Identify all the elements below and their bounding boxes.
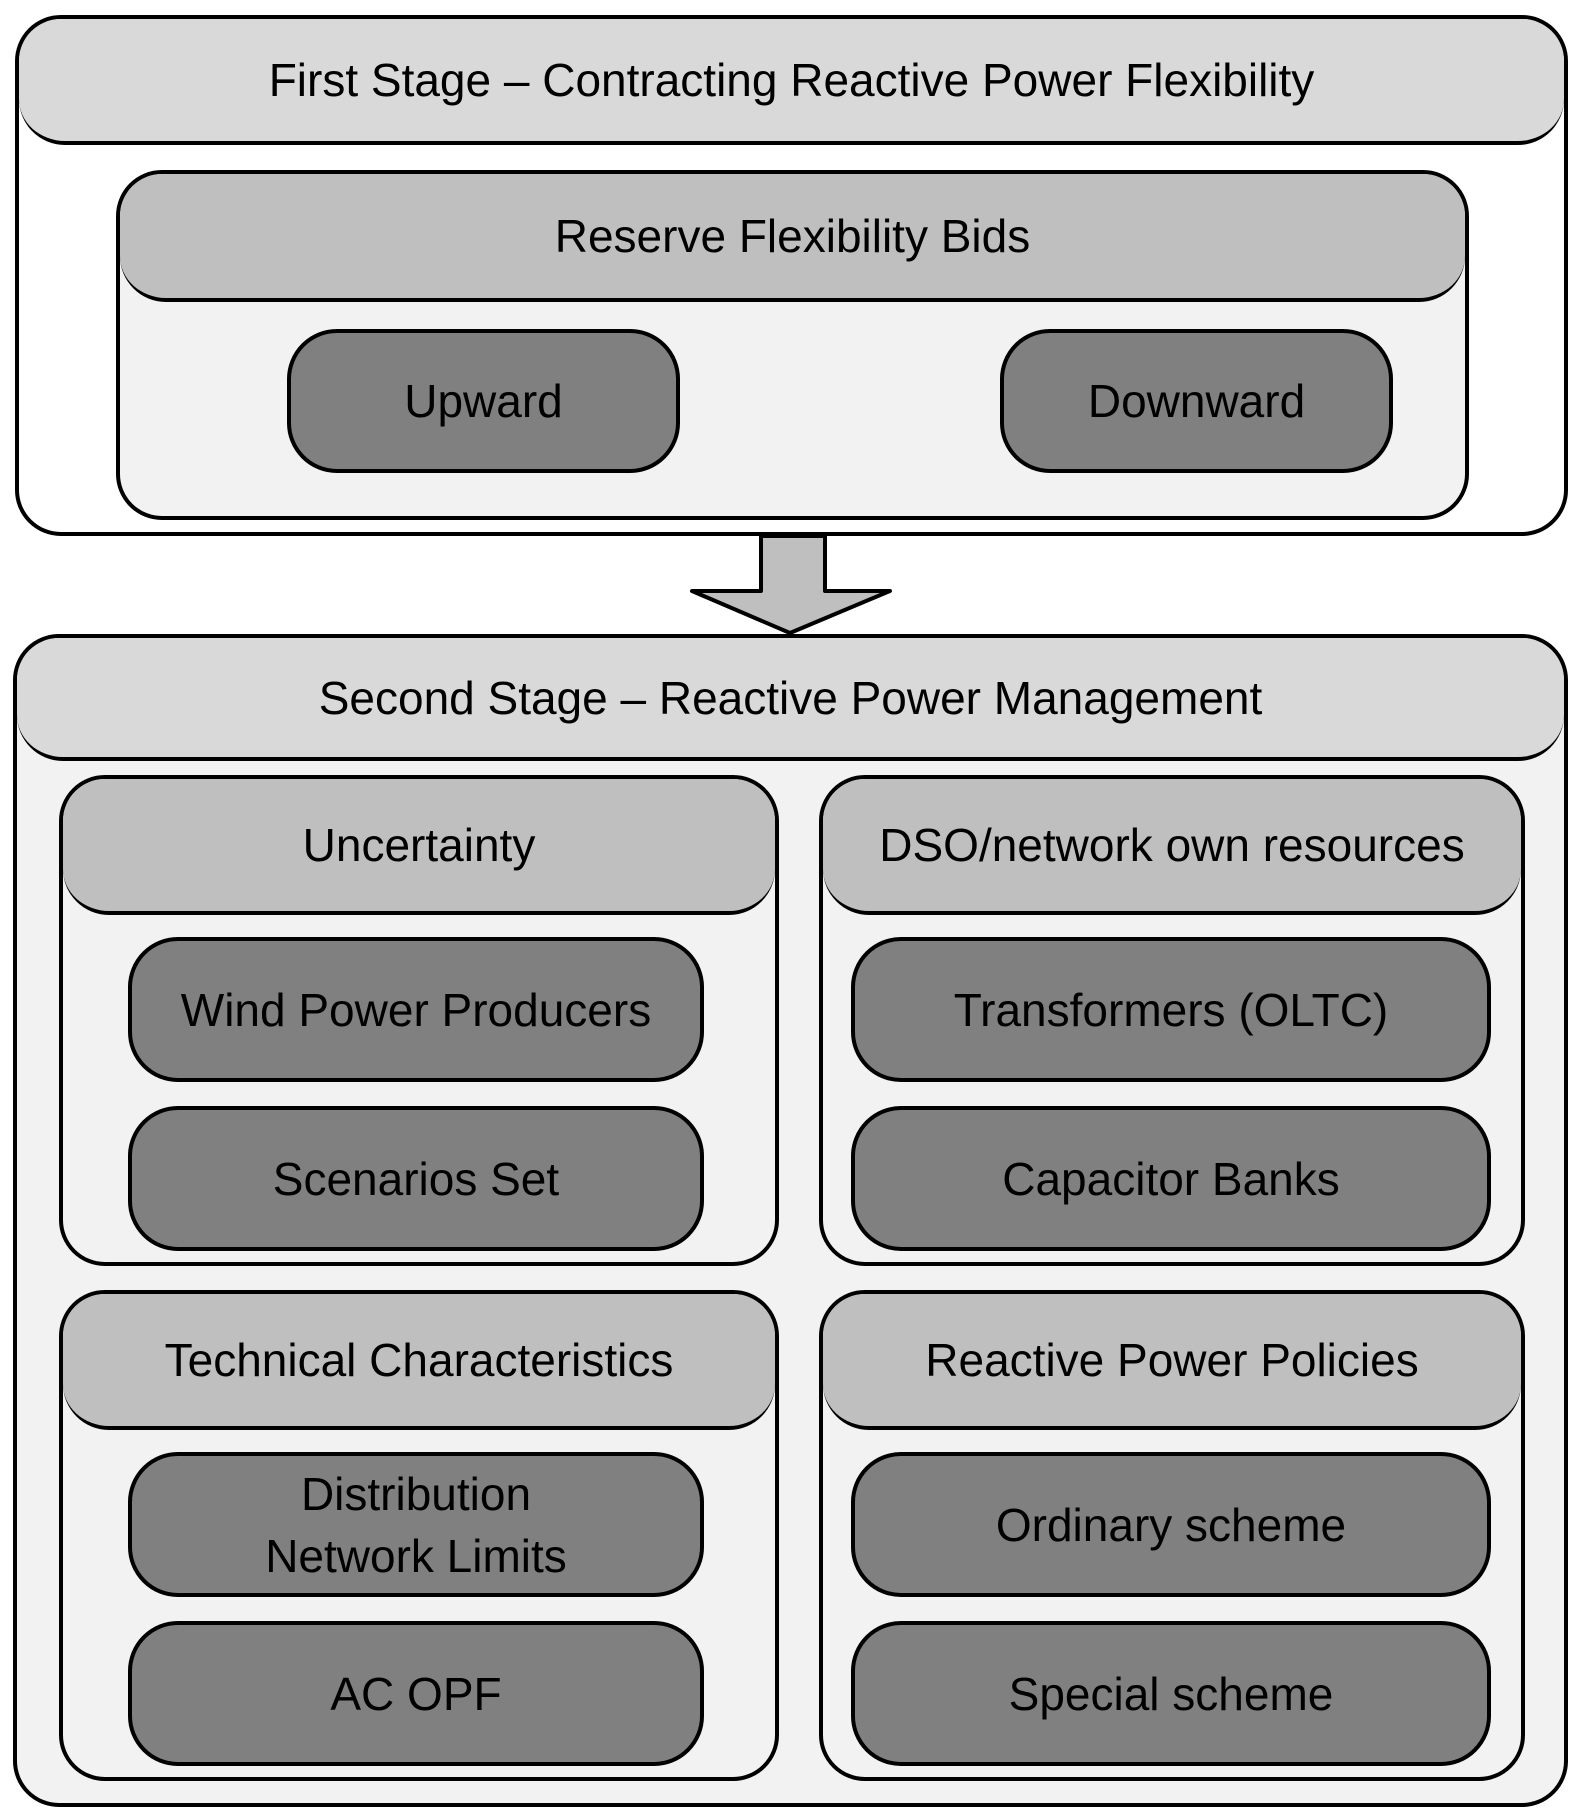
transformers-oltc: Transformers (OLTC) bbox=[851, 937, 1491, 1082]
dso-resources-group: DSO/network own resources Transformers (… bbox=[819, 775, 1525, 1266]
uncertainty-group: Uncertainty Wind Power Producers Scenari… bbox=[59, 775, 779, 1266]
wind-power-producers-label: Wind Power Producers bbox=[180, 983, 652, 1036]
uncertainty-title: Uncertainty bbox=[63, 779, 775, 915]
distribution-network-limits-line1: Distribution bbox=[300, 1467, 532, 1520]
special-scheme: Special scheme bbox=[851, 1621, 1491, 1766]
downward-bid-label: Downward bbox=[1087, 375, 1306, 427]
scenarios-set: Scenarios Set bbox=[128, 1106, 704, 1251]
technical-characteristics-title: Technical Characteristics bbox=[63, 1294, 775, 1430]
ordinary-scheme: Ordinary scheme bbox=[851, 1452, 1491, 1597]
capacitor-banks-label: Capacitor Banks bbox=[1002, 1152, 1340, 1205]
downward-bid: Downward bbox=[1000, 329, 1393, 473]
wind-power-producers: Wind Power Producers bbox=[128, 937, 704, 1082]
second-stage-title: Second Stage – Reactive Power Management bbox=[17, 638, 1564, 761]
ac-opf-label: AC OPF bbox=[330, 1667, 502, 1720]
first-stage-panel: First Stage – Contracting Reactive Power… bbox=[15, 15, 1568, 536]
special-scheme-label: Special scheme bbox=[1008, 1667, 1334, 1720]
distribution-network-limits-line2: Network Limits bbox=[265, 1529, 567, 1582]
upward-bid-label: Upward bbox=[404, 375, 563, 427]
ac-opf: AC OPF bbox=[128, 1621, 704, 1766]
scenarios-set-label: Scenarios Set bbox=[272, 1152, 560, 1205]
capacitor-banks: Capacitor Banks bbox=[851, 1106, 1491, 1251]
upward-bid: Upward bbox=[287, 329, 680, 473]
distribution-network-limits: Distribution Network Limits bbox=[128, 1452, 704, 1597]
first-stage-title: First Stage – Contracting Reactive Power… bbox=[19, 19, 1564, 145]
ordinary-scheme-label: Ordinary scheme bbox=[995, 1498, 1347, 1551]
reactive-power-policies-title: Reactive Power Policies bbox=[823, 1294, 1521, 1430]
reserve-flexibility-bids-group: Reserve Flexibility Bids Upward Downward bbox=[116, 170, 1469, 520]
reserve-flexibility-bids-title: Reserve Flexibility Bids bbox=[120, 174, 1465, 302]
transformers-oltc-label: Transformers (OLTC) bbox=[953, 983, 1389, 1036]
reactive-power-policies-group: Reactive Power Policies Ordinary scheme … bbox=[819, 1290, 1525, 1781]
second-stage-panel: Second Stage – Reactive Power Management… bbox=[13, 634, 1568, 1807]
technical-characteristics-group: Technical Characteristics Distribution N… bbox=[59, 1290, 779, 1781]
dso-resources-title: DSO/network own resources bbox=[823, 779, 1521, 915]
